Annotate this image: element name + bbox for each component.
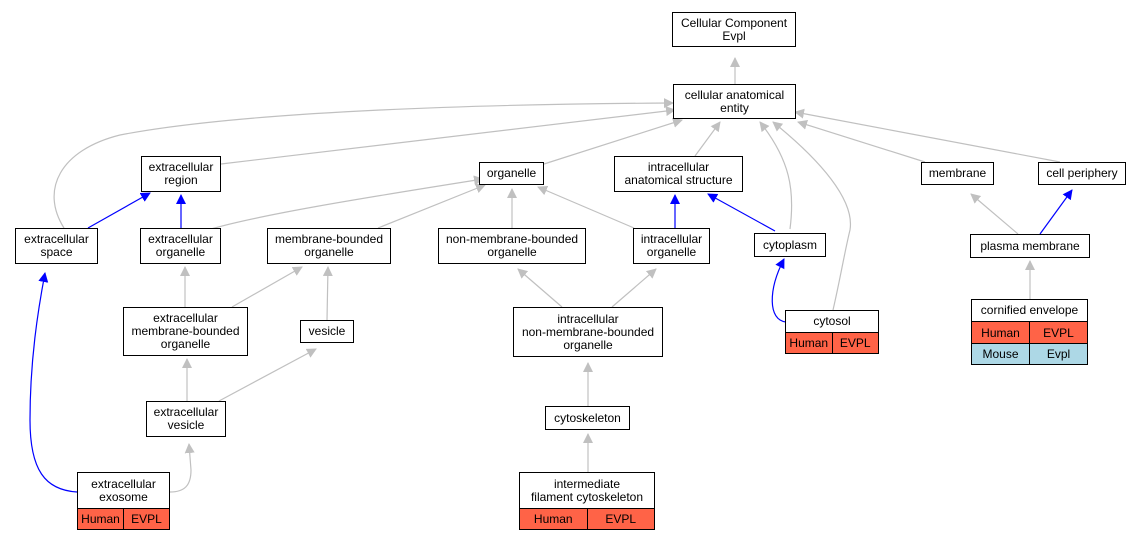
edge-exosome-extracellular-vesicle	[169, 443, 195, 493]
edge-extracellular-vesicle-vesicle	[218, 348, 317, 402]
node-intracellular-non-membrane-bounded-organelle: intracellular non-membrane-bounded organ…	[513, 307, 663, 357]
species-cell: Human	[786, 333, 832, 353]
node-title: extracellular exosome	[78, 473, 169, 509]
node-plasma-membrane: plasma membrane	[970, 234, 1090, 258]
node-extracellular-exosome: extracellular exosome Human EVPL	[77, 472, 170, 530]
node-vesicle: vesicle	[300, 320, 354, 343]
annotation-row: Human EVPL	[78, 509, 169, 529]
edge-extracellular-space-extracellular-region	[87, 192, 151, 229]
edge-cytoplasm-cae	[759, 121, 793, 230]
gene-cell: EVPL	[1029, 322, 1087, 343]
species-cell: Mouse	[972, 344, 1029, 364]
edge-cytosol-cytoplasm	[771, 258, 787, 323]
edge-intracellular-nmbo-nmbo	[517, 268, 563, 308]
edge-cytosol-cae	[772, 121, 852, 311]
gene-cell: EVPL	[123, 509, 169, 529]
node-cellular-anatomical-entity: cellular anatomical entity	[673, 84, 796, 119]
node-intracellular-organelle: intracellular organelle	[633, 228, 710, 264]
gene-cell: Evpl	[1029, 344, 1087, 364]
node-extracellular-organelle: extracellular organelle	[140, 228, 221, 264]
node-extracellular-space: extracellular space	[15, 228, 98, 264]
annotation-row: Human EVPL	[786, 333, 878, 353]
species-cell: Human	[520, 509, 587, 529]
node-cytoskeleton: cytoskeleton	[545, 406, 630, 430]
node-cell-periphery: cell periphery	[1038, 162, 1126, 185]
node-extracellular-region: extracellular region	[141, 156, 221, 192]
node-title: cytosol	[786, 311, 878, 333]
edge-vesicle-mbo	[322, 266, 333, 321]
edge-extracellular-organelle-organelle	[210, 175, 484, 230]
gene-cell: EVPL	[831, 333, 878, 353]
annotation-row: Human EVPL	[972, 322, 1087, 343]
edge-cell-periphery-cae	[794, 108, 1061, 163]
edge-organelle-cae	[543, 117, 683, 165]
node-membrane-bounded-organelle: membrane-bounded organelle	[267, 228, 391, 264]
edge-intracellular-organelle-organelle	[537, 185, 635, 229]
node-membrane: membrane	[921, 162, 994, 185]
edge-membrane-cae	[797, 119, 926, 163]
edge-extracellular-space-cae	[53, 98, 674, 229]
node-cytosol: cytosol Human EVPL	[785, 310, 879, 354]
edge-plasma-membrane-membrane	[970, 193, 1019, 235]
node-non-membrane-bounded-organelle: non-membrane-bounded organelle	[438, 228, 586, 264]
node-intermediate-filament-cytoskeleton: intermediate filament cytoskeleton Human…	[519, 472, 655, 530]
edge-exosome-extracellular-space	[29, 272, 78, 493]
edge-plasma-membrane-cell-periphery	[1039, 189, 1073, 235]
edge-intracellular-nmbo-intracellular-organelle	[611, 268, 657, 308]
edge-ias-cae	[694, 121, 721, 157]
node-cornified-envelope: cornified envelope Human EVPL Mouse Evpl	[971, 299, 1088, 365]
node-extracellular-vesicle: extracellular vesicle	[146, 401, 226, 437]
gene-cell: EVPL	[586, 509, 654, 529]
edge-mbo-organelle	[377, 183, 486, 229]
node-extracellular-membrane-bounded-organelle: extracellular membrane-bounded organelle	[123, 307, 248, 356]
annotation-row: Human EVPL	[520, 509, 654, 529]
node-organelle: organelle	[479, 162, 544, 185]
node-intracellular-anatomical-structure: intracellular anatomical structure	[614, 156, 743, 192]
edge-extracellular-region-cae	[220, 106, 676, 165]
node-cytoplasm: cytoplasm	[754, 233, 826, 257]
species-cell: Human	[78, 509, 123, 529]
node-title: intermediate filament cytoskeleton	[520, 473, 654, 509]
edge-cytoplasm-ias	[707, 193, 776, 232]
node-cellular-component: Cellular Component Evpl	[672, 12, 796, 47]
annotation-row: Mouse Evpl	[972, 343, 1087, 364]
node-title: cornified envelope	[972, 300, 1087, 322]
edge-extracellular-mbo-mbo	[231, 266, 303, 308]
species-cell: Human	[972, 322, 1029, 343]
